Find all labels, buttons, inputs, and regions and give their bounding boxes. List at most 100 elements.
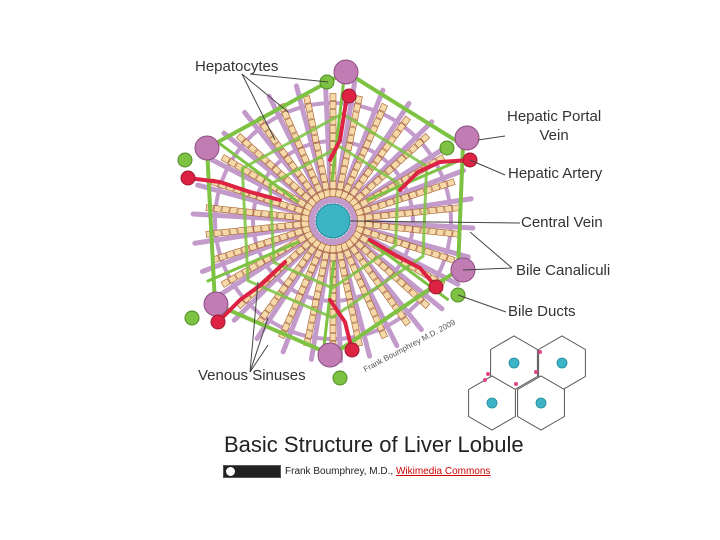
hepatocyte-cell <box>377 232 388 242</box>
portal-triad <box>317 342 360 386</box>
hepatocyte-cell <box>372 221 381 230</box>
hepatocyte-cell <box>346 134 355 144</box>
hepatocyte-cell <box>378 261 389 272</box>
hepatocyte-cell <box>362 139 372 150</box>
hepatocyte-cell <box>283 175 294 186</box>
portal-triad <box>177 135 220 186</box>
hepatocyte-plate <box>348 234 431 309</box>
hepatocyte-cell <box>313 142 322 152</box>
hepatocyte-cell <box>296 198 307 208</box>
mini-portal-triad <box>538 350 542 354</box>
hepatocyte-cell <box>281 322 291 332</box>
mini-portal-triad <box>534 370 538 374</box>
hepatocyte-cell <box>287 124 297 135</box>
hepatocyte-cell <box>356 214 365 222</box>
hepatocyte-cell <box>359 234 370 244</box>
hepatocyte-cell <box>329 181 337 189</box>
leader-lines <box>241 73 521 373</box>
hepatocyte-cell <box>446 178 456 188</box>
hepatocyte-cell <box>313 183 323 193</box>
hepatocyte-cell <box>338 259 347 269</box>
hepatocyte-cell <box>277 211 286 220</box>
hepatocyte-cell <box>286 203 296 212</box>
hepatocyte-cell <box>311 134 320 144</box>
hepatocyte-cell <box>372 154 383 165</box>
bile-canaliculus <box>366 159 460 202</box>
hepatocyte-cell <box>271 165 282 176</box>
hepatocyte-cell <box>408 190 418 200</box>
hepatocyte-cell <box>420 299 431 309</box>
hepatocyte-cell <box>307 168 317 179</box>
hepatocyte-cell <box>310 175 320 186</box>
leader-line <box>249 73 329 83</box>
hepatocyte-cell <box>233 247 243 257</box>
hepatocyte-cell <box>400 316 411 327</box>
hepatocyte-cell <box>351 110 360 120</box>
hepatocyte-cell <box>414 138 425 149</box>
hepatocyte-cell <box>344 290 353 300</box>
hepatocyte-cell <box>278 200 289 210</box>
hepatocyte-cell <box>329 253 337 261</box>
hepatocyte-cell <box>343 183 353 193</box>
hepatocyte-cell <box>349 168 359 179</box>
hepatocyte-cell <box>360 245 371 256</box>
hepatocyte-cell <box>329 325 337 333</box>
hepatocyte-cell <box>253 209 262 217</box>
hepatocyte-cell <box>336 181 345 191</box>
hepatocyte-cell <box>378 329 388 340</box>
label-venous-sinuses: Venous Sinuses <box>198 367 306 384</box>
hepatocyte-cell <box>339 267 348 277</box>
hepatic-artery-branch <box>328 298 354 352</box>
leader-line <box>249 281 259 373</box>
bile-duct <box>439 140 455 156</box>
hepatocyte-cell <box>261 224 270 232</box>
hepatocyte-cell <box>431 183 441 192</box>
central-vein <box>315 203 351 239</box>
hepatocyte-cell <box>289 250 300 261</box>
leader-line <box>349 220 521 224</box>
hepatocyte-cell <box>301 240 312 251</box>
hepatocyte-cell <box>386 296 397 307</box>
hepatocyte-cell <box>348 306 357 316</box>
hepatocyte-cell <box>303 95 312 105</box>
hepatocyte-cell <box>396 224 405 232</box>
mini-central-vein <box>508 357 520 369</box>
hepatocyte-cell <box>220 154 231 164</box>
hepatocyte-cell <box>229 206 238 215</box>
hepatocyte-cell <box>306 245 317 256</box>
hepatocyte-cell <box>308 118 317 128</box>
hepatocyte-cell <box>338 173 347 183</box>
hepatocyte-cell <box>245 208 254 216</box>
mini-lobule <box>517 375 565 431</box>
hepatocyte-cell <box>428 206 437 215</box>
hepatocyte-cell <box>339 165 348 175</box>
hepatocyte-cell <box>235 133 246 143</box>
hepatocyte-cell <box>269 296 280 307</box>
wikimedia-commons-link[interactable]: Wikimedia Commons <box>395 466 491 477</box>
hepatocyte-cell <box>415 188 426 197</box>
hepatocyte-plate <box>344 238 411 327</box>
hepatocyte-cell <box>363 167 374 178</box>
hepatocyte-cell <box>296 234 307 244</box>
mini-portal-triad <box>483 378 487 382</box>
cc-license-icon <box>223 465 281 478</box>
hepatocyte-cell <box>349 186 360 197</box>
hepatocyte-cell <box>294 227 304 237</box>
hepatocyte-cell <box>385 235 395 244</box>
hepatocyte-cell <box>444 229 453 237</box>
hepatocyte-cell <box>277 222 286 231</box>
hepatocyte-cell <box>318 165 327 175</box>
mini-central-vein <box>535 397 547 409</box>
hepatocyte-cell <box>364 221 373 229</box>
hepatocyte-cell <box>396 122 407 133</box>
hepatocyte-plate <box>356 204 461 222</box>
hepatic-artery <box>341 88 357 104</box>
leader-line <box>241 73 276 141</box>
hepatocyte-cell <box>354 95 363 105</box>
hepatocyte-cell <box>313 290 322 300</box>
hepatocyte-cell <box>358 173 369 184</box>
mini-portal-triad <box>514 382 518 386</box>
hepatocyte-cell <box>348 126 357 136</box>
hepatocyte-cell <box>438 180 448 190</box>
